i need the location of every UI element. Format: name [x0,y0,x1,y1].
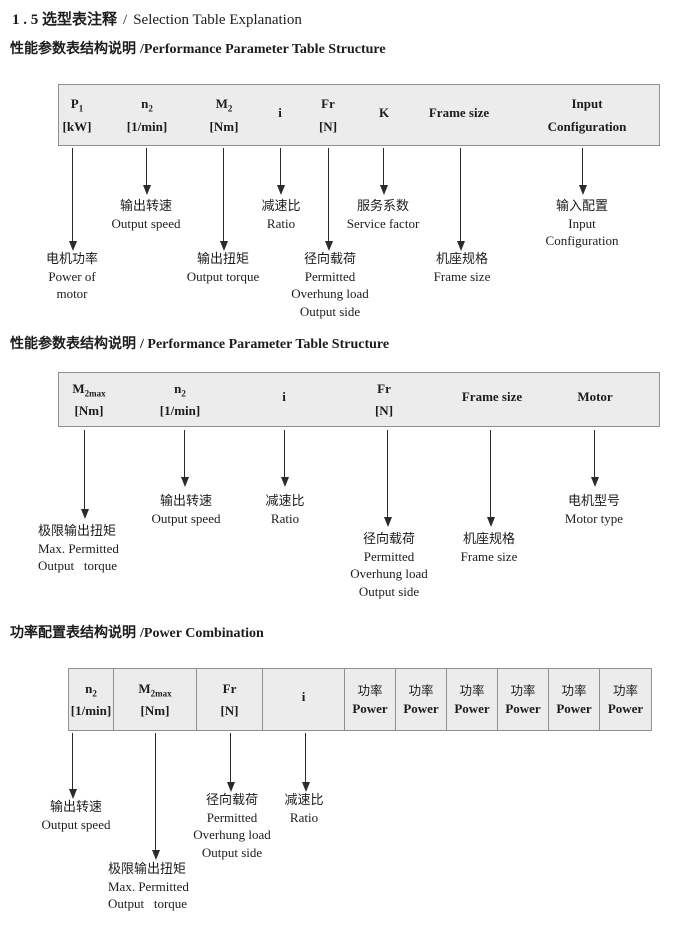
performance-table-1: P1[kW] n2[1/min] M2[Nm] i Fr[N] K Frame … [58,84,660,146]
down-arrow-icon-k [379,148,388,195]
label-ratio: 减速比 Ratio [284,792,324,825]
label-overhung-load: 径向载荷 Permitted Overhung load Output side [350,531,428,599]
performance-table-2: M2max[Nm] n2[1/min] i Fr[N] Frame size M… [58,372,660,427]
down-arrow-icon-i [301,733,310,792]
label-motor-type: 电机型号 Motor type [564,493,624,526]
page-title-en: Selection Table Explanation [133,12,302,28]
label-frame-size: 机座规格 Frame size [433,251,491,284]
label-output-torque: 输出扭矩 Output torque [186,251,260,284]
section-heading-1-en: /Performance Parameter Table Structure [140,42,386,57]
down-arrow-icon-n2 [68,733,77,799]
cell-header-n2: n2[1/min] [69,669,114,730]
page-title: 1 . 5 选型表注释 / Selection Table Explanation [12,8,302,29]
cell-header-m2max: M2max[Nm] [114,669,197,730]
down-arrow-icon-m2max [80,430,89,519]
down-arrow-icon-input [578,148,587,195]
down-arrow-icon-p1 [68,148,77,251]
section-heading-2-zh: 性能参数表结构说明 [10,337,136,352]
label-output-speed: 输出转速 Output speed [111,198,181,231]
label-max-permitted-output-torque: 极限输出扭矩 Max. Permitted Output torque [38,523,119,573]
section-heading-3-en: /Power Combination [140,626,264,641]
down-arrow-icon-fr [226,733,235,792]
column-header-fr: Fr[N] [318,96,338,134]
section-heading-3-zh: 功率配置表结构说明 [10,626,136,641]
label-overhung-load: 径向载荷 Permitted Overhung load Output side [193,792,271,860]
page-title-separator: / [123,12,128,28]
down-arrow-icon-i [276,148,285,195]
column-header-frame-size: Frame size [461,389,523,405]
column-header-n2: n2[1/min] [126,96,168,134]
down-arrow-icon-n2 [142,148,151,195]
down-arrow-icon-m2 [219,148,228,251]
column-header-m2: M2[Nm] [209,96,239,134]
column-header-p1: P1[kW] [62,96,92,134]
down-arrow-icon-frame-size [456,148,465,251]
label-overhung-load: 径向载荷 Permitted Overhung load Output side [291,251,369,319]
down-arrow-icon-n2 [180,430,189,487]
label-input-configuration: 输入配置 Input Configuration [545,198,619,248]
label-ratio: 减速比 Ratio [265,493,305,526]
label-output-speed: 输出转速 Output speed [151,493,221,526]
column-header-motor: Motor [577,389,613,405]
column-header-frame-size: Frame size [428,104,490,120]
label-output-speed: 输出转速 Output speed [41,799,111,832]
down-arrow-icon-frame-size [486,430,495,527]
section-heading-1: 性能参数表结构说明/Performance Parameter Table St… [10,38,386,58]
label-power-of-motor: 电机功率 Power of motor [45,251,99,301]
section-heading-3: 功率配置表结构说明/Power Combination [10,622,264,642]
label-ratio: 减速比 Ratio [261,198,301,231]
down-arrow-icon-fr [324,148,333,251]
down-arrow-icon-fr [383,430,392,527]
label-frame-size: 机座规格 Frame size [460,531,518,564]
column-header-k: K [378,104,390,120]
label-max-permitted-output-torque: 极限输出扭矩 Max. Permitted Output torque [108,861,189,911]
section-heading-1-zh: 性能参数表结构说明 [10,42,136,57]
cell-header-i: i [263,669,345,730]
page-title-zh: 1 . 5 选型表注释 [12,12,118,28]
down-arrow-icon-m2max [151,733,160,860]
column-header-i: i [278,104,282,120]
column-header-fr: Fr[N] [374,380,394,419]
section-heading-2-en: / Performance Parameter Table Structure [140,337,390,352]
column-header-m2max: M2max[Nm] [72,380,106,419]
label-service-factor: 服务系数 Service factor [346,198,420,231]
column-header-i: i [282,389,286,405]
section-heading-2: 性能参数表结构说明 / Performance Parameter Table S… [10,333,389,353]
down-arrow-icon-motor [590,430,599,487]
cell-header-fr: Fr[N] [197,669,263,730]
column-header-n2: n2[1/min] [159,380,201,419]
down-arrow-icon-i [280,430,289,487]
